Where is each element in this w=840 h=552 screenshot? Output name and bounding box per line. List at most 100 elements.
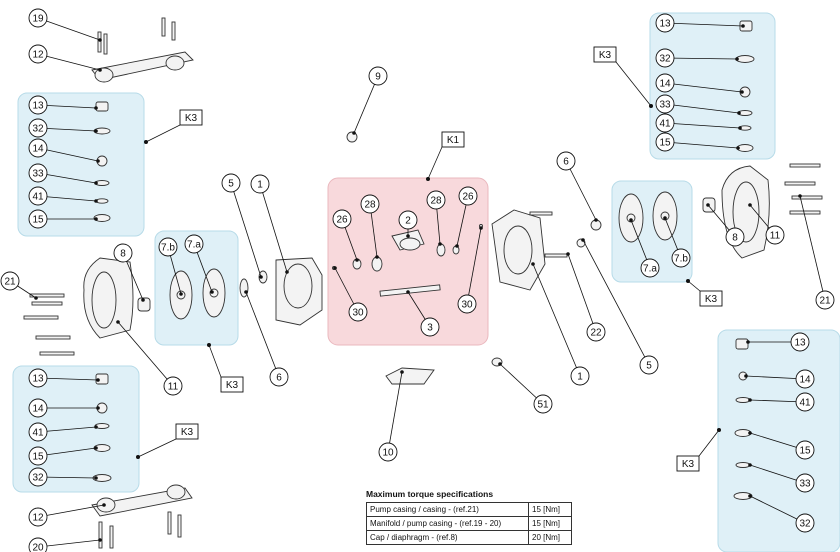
callout-21: 21	[798, 194, 835, 310]
leader-dot	[94, 106, 98, 110]
callout-circle	[348, 302, 368, 322]
callout-number: 33	[799, 479, 811, 490]
callout-number: 11	[168, 382, 179, 393]
callout-14: 14	[28, 138, 100, 163]
leader-line	[749, 495, 806, 524]
leader-dot	[706, 203, 710, 207]
leader-dot	[736, 146, 740, 150]
callout-number: 6	[276, 373, 282, 384]
kit-leader-dot	[144, 140, 148, 144]
callout-14: 14	[28, 398, 100, 418]
callout-circle	[163, 376, 183, 396]
right-diaphragms	[618, 191, 678, 243]
callout-circle	[250, 174, 270, 194]
leader-dot	[98, 68, 102, 72]
callout-51: 51	[498, 362, 553, 414]
callout-number: 2	[405, 216, 411, 227]
kit-label-box	[175, 423, 199, 440]
kit-bottom-left-parts	[92, 373, 112, 482]
leader-dot	[748, 203, 752, 207]
callout-circle	[28, 138, 48, 158]
leader-line	[799, 195, 826, 301]
leader-dot	[94, 446, 98, 450]
leader-line	[37, 53, 101, 71]
callout-circle	[655, 132, 675, 152]
kit-leader-dot	[426, 177, 430, 181]
callout-7.b: 7.b	[663, 216, 691, 268]
leader-line	[37, 377, 99, 381]
leader-line	[37, 17, 101, 41]
callout-number: 10	[382, 448, 394, 459]
callout-circle	[360, 194, 380, 214]
kit-top-right-parts	[735, 20, 755, 152]
kit-panel-center	[327, 177, 489, 346]
kit-label-k3-top-left: K3	[144, 109, 203, 144]
callout-circle	[655, 13, 675, 33]
callout-number: 14	[32, 404, 44, 415]
callout-7.a: 7.a	[184, 234, 214, 294]
callout-6: 6	[244, 290, 289, 387]
spool-end-part	[399, 237, 421, 251]
callout-number: 7.a	[187, 240, 201, 251]
callout-circle	[795, 369, 815, 389]
bolt-part	[789, 210, 821, 215]
callout-circle	[28, 8, 48, 28]
leader-dot	[141, 298, 145, 302]
torque-row-label: Pump casing / casing - (ref.21)	[366, 502, 529, 517]
kit-leader-line	[698, 429, 720, 457]
callout-number: 14	[799, 375, 811, 386]
bolt-part	[784, 181, 816, 186]
leader-dot	[531, 262, 535, 266]
leader-dot	[285, 270, 289, 274]
leader-line	[37, 426, 97, 433]
leader-dot	[740, 90, 744, 94]
callout-circle	[113, 243, 133, 263]
left-cap	[137, 297, 151, 312]
leader-dot	[355, 258, 359, 262]
callout-5: 5	[581, 238, 659, 375]
right-pump-casing	[491, 209, 602, 291]
callout-circle	[655, 48, 675, 68]
kit-label-box	[220, 376, 244, 393]
callout-number: 32	[32, 473, 44, 484]
callout-number: 32	[32, 124, 44, 135]
callout-number: 21	[819, 296, 831, 307]
callout-circle	[28, 398, 48, 418]
callout-number: 8	[732, 233, 738, 244]
callout-12: 12	[28, 503, 106, 527]
callout-33: 33	[28, 163, 98, 185]
callout-circle	[458, 186, 478, 206]
leader-line	[37, 195, 97, 202]
callout-number: 13	[32, 374, 44, 385]
leader-line	[353, 75, 379, 134]
callout-33: 33	[748, 463, 815, 493]
callout-circle	[28, 368, 48, 388]
kit-bottom-right-parts	[733, 338, 753, 500]
callout-2: 2	[398, 210, 418, 238]
bolt-part	[161, 17, 166, 37]
leader-line	[37, 172, 97, 184]
callout-28: 28	[360, 194, 380, 259]
callout-15: 15	[655, 132, 740, 152]
cap-part	[735, 338, 749, 350]
callout-number: 15	[659, 138, 671, 149]
callout-number: 15	[32, 452, 44, 463]
callout-number: 19	[32, 14, 44, 25]
bolt-part	[35, 335, 71, 340]
callout-circle	[655, 113, 675, 133]
callout-11: 11	[748, 203, 785, 245]
kit-panel-bottom-right	[717, 329, 840, 552]
kit-label-text: K3	[226, 380, 239, 391]
kit-top-left-parts	[93, 101, 111, 222]
callout-number: 30	[461, 300, 473, 311]
callout-7.b: 7.b	[158, 237, 183, 296]
kit-leader-dot	[649, 104, 653, 108]
callout-circle	[655, 73, 675, 93]
callout-number: 20	[32, 543, 44, 552]
callout-41: 41	[28, 186, 98, 206]
leader-dot	[94, 181, 98, 185]
left-diaphragms	[169, 268, 226, 320]
callout-13: 13	[28, 95, 98, 115]
callout-circle	[671, 248, 691, 268]
